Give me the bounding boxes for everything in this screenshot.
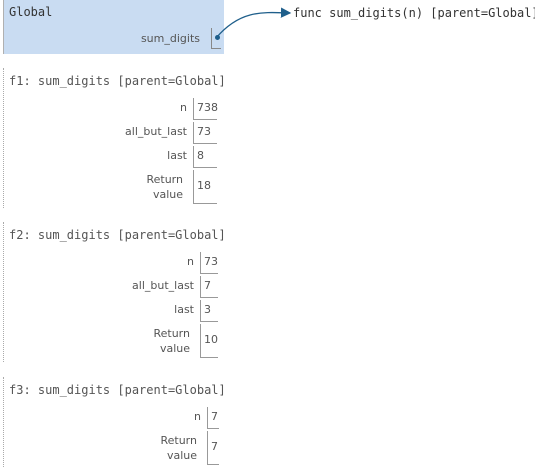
return-label: Return [146,173,183,186]
return-value: 10 [200,324,218,358]
pointer-dot [215,35,220,40]
return-value: 7 [207,431,219,465]
variable-value: 73 [200,252,218,274]
variable-value: 73 [193,122,217,144]
return-label: value [166,449,197,462]
pointer-arrow [215,7,292,39]
variable-name: last [167,149,187,162]
variable-name: n [187,255,194,268]
variable-name: all_but_last [132,279,194,292]
variable-name: all_but_last [125,125,187,138]
frame-title: f1: sum_digits [parent=Global] [9,74,226,88]
function-object-label: func sum_digits(n) [parent=Global] [293,6,535,20]
return-label: value [152,188,183,201]
variable-value: 7 [200,276,218,298]
frame-title: f2: sum_digits [parent=Global] [9,228,226,242]
variable-value: 7 [207,407,219,429]
variable-value: 3 [200,300,218,322]
frame-f2: f2: sum_digits [parent=Global] n 73 all_… [3,222,234,362]
return-label: Return [160,434,197,447]
variable-name: n [194,410,201,423]
global-frame: Global sum_digits [3,0,224,54]
return-label: Return [153,327,190,340]
variable-value: 738 [193,98,218,120]
pointer-box [211,28,221,49]
variable-name: n [180,101,187,114]
return-value: 18 [193,170,217,204]
variable-value: 8 [193,146,217,168]
frame-title: f3: sum_digits [parent=Global] [9,383,226,397]
variable-name: last [174,303,194,316]
frame-f1: f1: sum_digits [parent=Global] n 738 all… [3,68,234,208]
frame-f3: f3: sum_digits [parent=Global] n 7 Retur… [3,377,234,467]
return-label: value [159,342,190,355]
global-variable-name: sum_digits [140,32,200,45]
global-frame-title: Global [9,5,53,19]
